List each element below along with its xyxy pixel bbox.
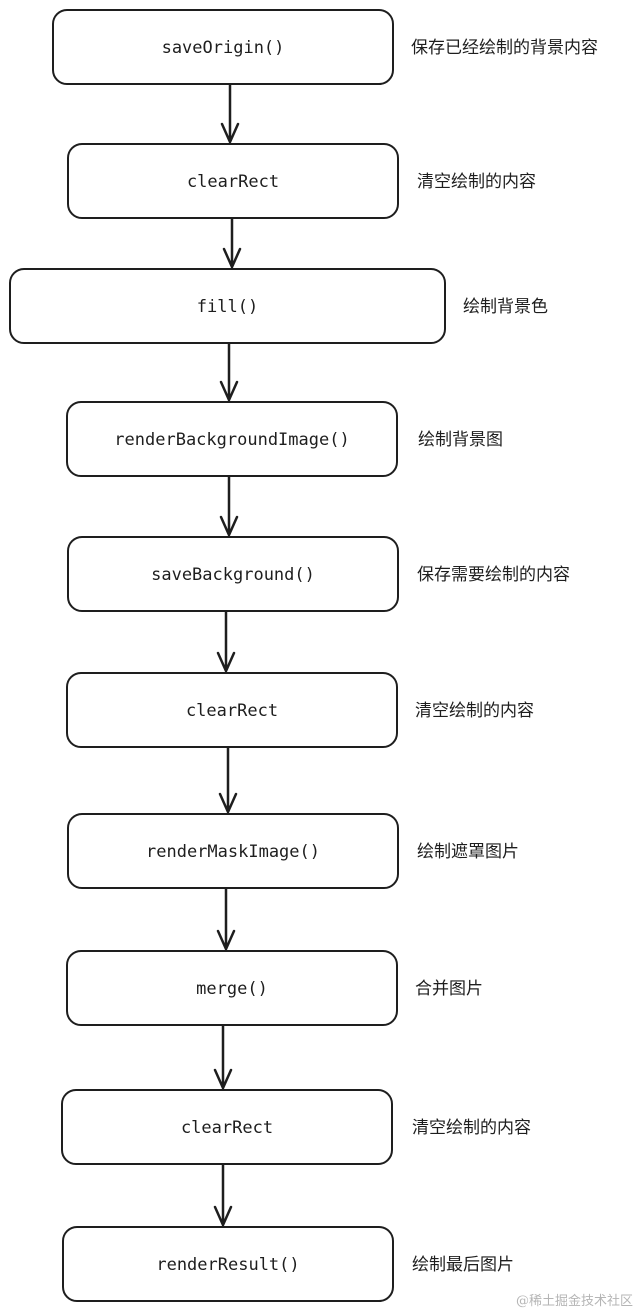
watermark: @稀土掘金技术社区 [516, 1293, 633, 1309]
flow-step-note: 绘制最后图片 [412, 1255, 514, 1275]
flow-nodes: saveOrigin() 保存已经绘制的背景内容 clearRect 清空绘制的内容 f… [9, 9, 598, 1302]
flow-step: clearRect 清空绘制的内容 [66, 672, 534, 748]
flow-step-label: renderResult() [156, 1255, 299, 1275]
flow-arrow [220, 82, 240, 144]
flow-step-note: 清空绘制的内容 [412, 1118, 531, 1138]
flow-arrow [216, 609, 236, 673]
flow-arrow [218, 745, 238, 814]
flow-step-note: 保存已经绘制的背景内容 [411, 38, 598, 58]
flow-step-label: fill() [197, 297, 258, 317]
flow-step-label: merge() [196, 979, 268, 999]
flow-step-box [9, 268, 446, 344]
flow-step-label: clearRect [187, 172, 279, 192]
flow-step: saveOrigin() 保存已经绘制的背景内容 [52, 9, 598, 85]
flow-arrow [213, 1162, 233, 1227]
flow-step: clearRect 清空绘制的内容 [67, 143, 536, 219]
flow-step-box [52, 9, 394, 85]
flow-step-box [67, 143, 399, 219]
flow-step-box [62, 1226, 394, 1302]
flow-arrows [213, 82, 242, 1227]
flow-step-note: 绘制遮罩图片 [417, 842, 519, 862]
flow-step-box [66, 672, 398, 748]
flow-step: renderMaskImage() 绘制遮罩图片 [67, 813, 519, 889]
flow-step-box [66, 401, 398, 477]
flow-step-note: 合并图片 [415, 979, 483, 999]
flow-step-note: 绘制背景图 [418, 430, 503, 450]
flow-step-label: renderBackgroundImage() [114, 430, 349, 450]
flow-arrow [222, 216, 242, 269]
flow-step: merge() 合并图片 [66, 950, 483, 1026]
flow-step-label: saveOrigin() [162, 38, 285, 58]
flow-step-label: saveBackground() [151, 565, 315, 585]
flow-arrow [213, 1023, 233, 1090]
flow-arrow [219, 474, 239, 537]
flow-step-box [66, 950, 398, 1026]
flow-step-note: 清空绘制的内容 [415, 701, 534, 721]
flow-arrow [216, 886, 236, 951]
flow-step-note: 保存需要绘制的内容 [417, 565, 570, 585]
flow-step: renderResult() 绘制最后图片 [62, 1226, 514, 1302]
flow-step: fill() 绘制背景色 [9, 268, 548, 344]
flow-step-label: clearRect [186, 701, 278, 721]
flow-step-label: clearRect [181, 1118, 273, 1138]
flow-step-box [67, 536, 399, 612]
flow-step-note: 绘制背景色 [463, 297, 548, 317]
flow-step: clearRect 清空绘制的内容 [61, 1089, 531, 1165]
flow-arrow [219, 341, 239, 402]
flow-step: saveBackground() 保存需要绘制的内容 [67, 536, 570, 612]
flow-step-box [67, 813, 399, 889]
flow-step-label: renderMaskImage() [146, 842, 320, 862]
flow-step: renderBackgroundImage() 绘制背景图 [66, 401, 503, 477]
flow-step-box [61, 1089, 393, 1165]
flow-step-note: 清空绘制的内容 [417, 172, 536, 192]
